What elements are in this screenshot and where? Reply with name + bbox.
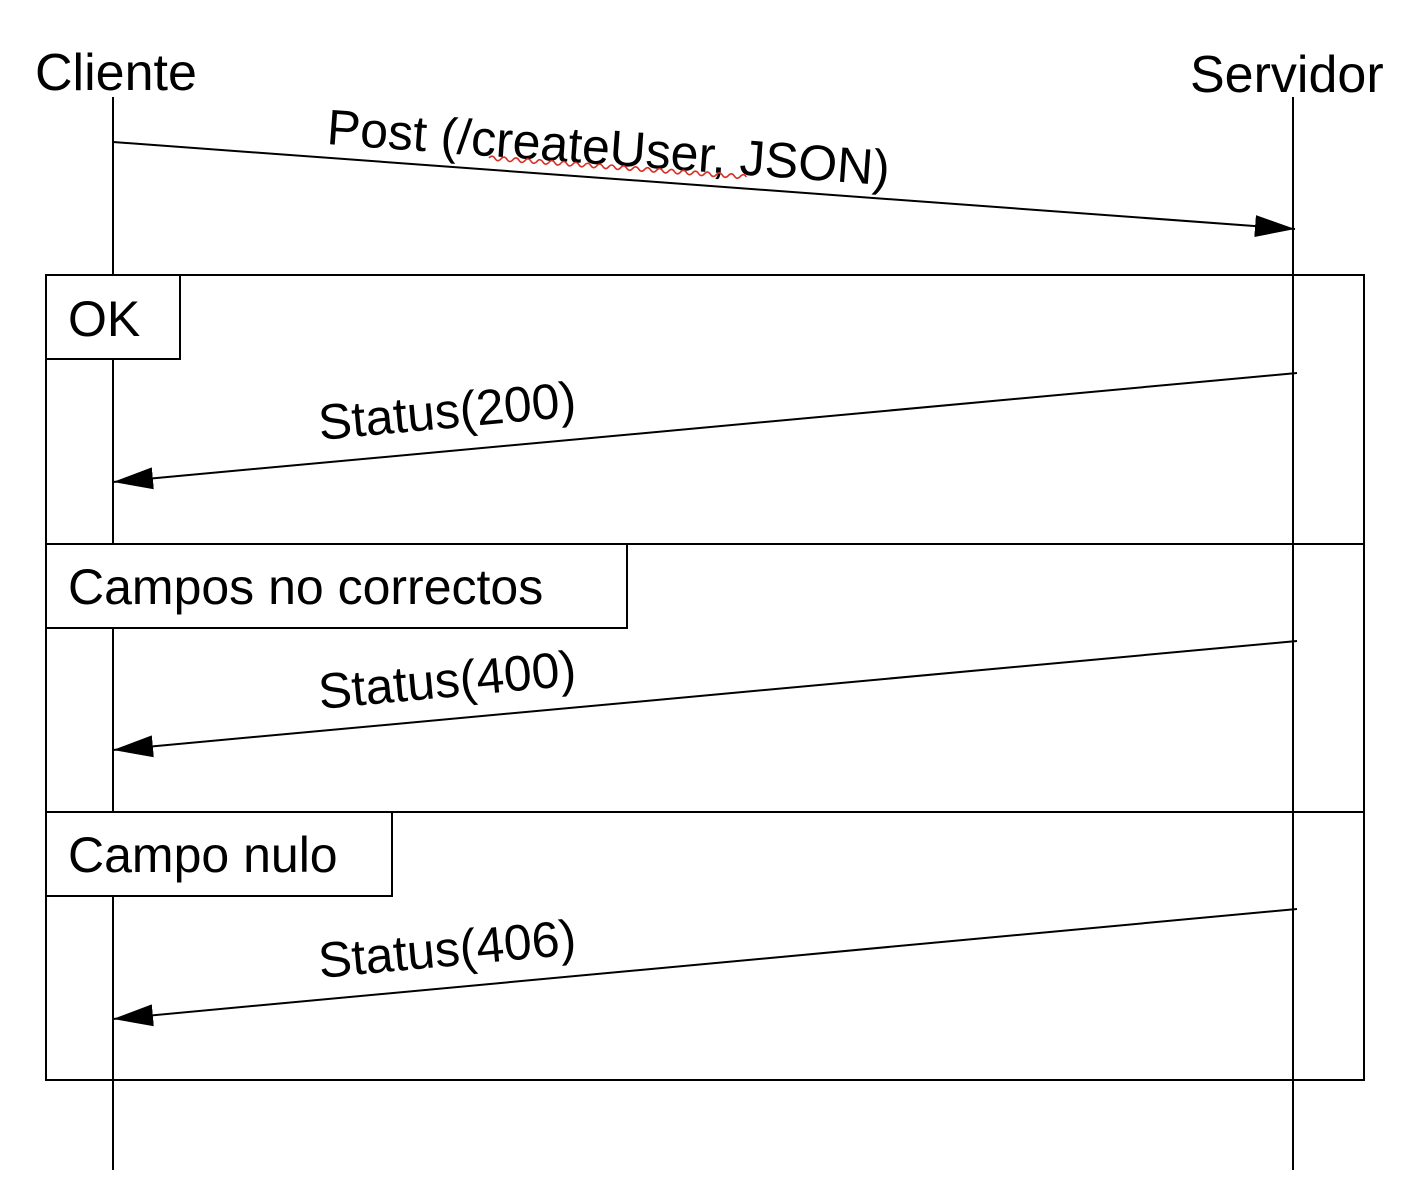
fragment-null-field-label: Campo nulo [68, 827, 338, 883]
fragment-bad-fields-label-box [45, 543, 628, 629]
participant-server-label: Servidor [1190, 46, 1384, 104]
spellcheck-underline [488, 155, 747, 180]
ok-response-label: Status(200) [316, 371, 579, 451]
bad-fields-response-arrow [112, 640, 1298, 758]
ok-response-arrow [112, 372, 1298, 490]
request-message-arrow [112, 141, 1296, 238]
request-message-label: Post (/createUser, JSON) [325, 99, 892, 196]
fragment-ok-label: OK [68, 291, 140, 347]
fragment-frame [45, 274, 1365, 1081]
bad-fields-response-label: Status(400) [316, 640, 579, 720]
null-field-response-arrow [112, 908, 1298, 1027]
fragment-ok-label-box [45, 274, 181, 360]
fragment-bad-fields-label: Campos no correctos [68, 559, 543, 615]
null-field-response-label: Status(406) [316, 909, 579, 989]
participant-client-label: Cliente [35, 44, 197, 102]
fragment-null-field-label-box [45, 811, 393, 897]
